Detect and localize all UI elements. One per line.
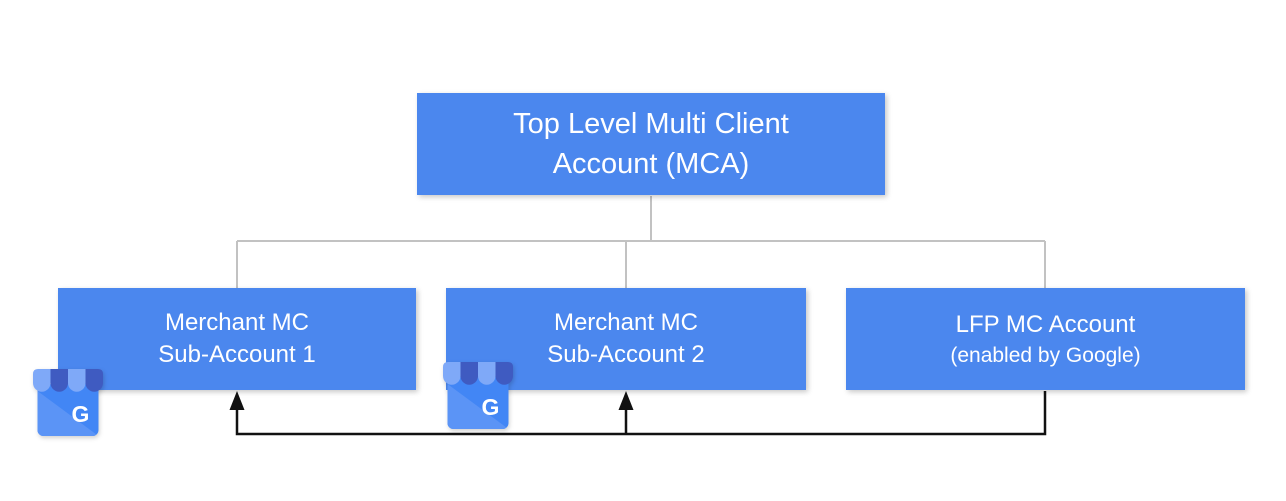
lfp-label-line1: LFP MC Account xyxy=(955,310,1136,338)
arrowhead-to-sub-account-1 xyxy=(229,391,245,410)
merchant-1-label-line2: Sub-Account 1 xyxy=(158,341,316,368)
lfp-feed-flow-line xyxy=(235,391,1047,436)
google-business-profile-icon xyxy=(33,369,103,442)
top-mca-label-line2: Account (MCA) xyxy=(552,148,750,180)
merchant-2-label-line1: Merchant MC xyxy=(553,309,699,336)
lfp-mc-account-box: LFP MC Account (enabled by Google) xyxy=(846,288,1245,390)
merchant-1-label-line1: Merchant MC xyxy=(164,309,310,336)
google-business-profile-icon xyxy=(443,362,513,435)
top-mca-box: Top Level Multi Client Account (MCA) xyxy=(417,93,885,195)
arrowhead-to-sub-account-2 xyxy=(618,391,634,410)
lfp-label-line2: (enabled by Google) xyxy=(950,343,1141,367)
top-mca-label-line1: Top Level Multi Client xyxy=(513,108,789,140)
tree-connector-lines xyxy=(236,196,1046,289)
merchant-2-label-line2: Sub-Account 2 xyxy=(547,341,705,368)
merchant-sub-account-1-box: Merchant MC Sub-Account 1 xyxy=(58,288,416,390)
